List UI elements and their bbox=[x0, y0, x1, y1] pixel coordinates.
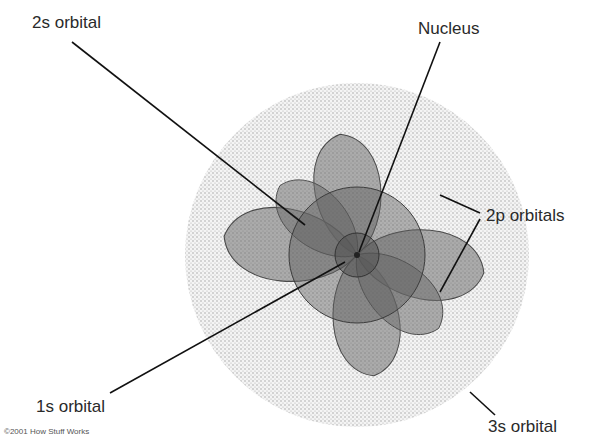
orbital-2s bbox=[289, 187, 425, 323]
nucleus bbox=[354, 252, 360, 258]
orbital-1s bbox=[335, 233, 379, 277]
copyright-note: ©2001 How Stuff Works bbox=[4, 428, 89, 437]
leader-lines bbox=[72, 42, 495, 415]
part-label: 2s orbital bbox=[32, 14, 101, 33]
part-label: 1s orbital bbox=[36, 398, 105, 417]
orbital-2p bbox=[219, 130, 489, 381]
part-label: 2p orbitals bbox=[486, 207, 564, 226]
part-label: 3s orbital bbox=[488, 418, 557, 437]
part-label: Nucleus bbox=[418, 20, 479, 39]
orbital-3s bbox=[185, 83, 529, 427]
